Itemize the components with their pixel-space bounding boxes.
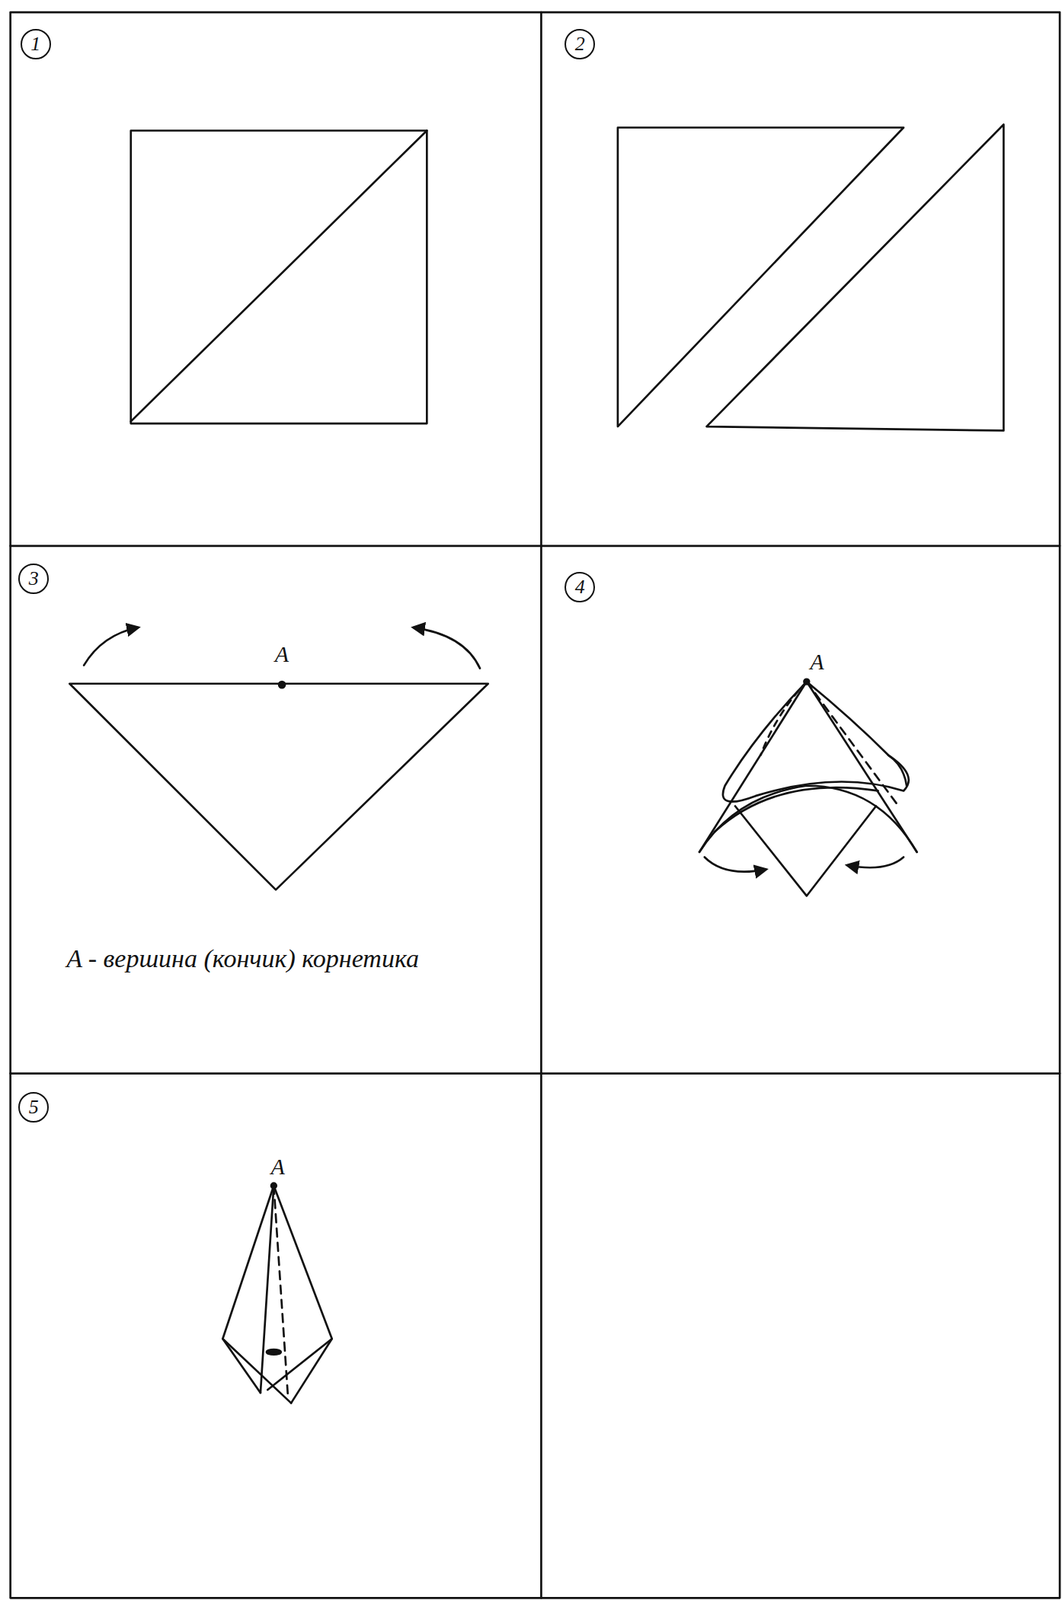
point-label: A bbox=[270, 1154, 285, 1181]
point-label: A bbox=[275, 641, 289, 668]
paper-triangle bbox=[69, 684, 488, 891]
grid-line bbox=[10, 545, 1060, 548]
grid-frame bbox=[10, 12, 1060, 1599]
fold-arrow bbox=[704, 857, 766, 873]
paper-triangle bbox=[617, 127, 904, 427]
point-label: A bbox=[809, 649, 824, 675]
step-number: 4 bbox=[564, 572, 595, 603]
paper-triangle bbox=[706, 124, 1004, 431]
grid-line bbox=[10, 1072, 1060, 1075]
fold-arrow bbox=[847, 857, 904, 869]
finished-cornet bbox=[222, 1183, 332, 1405]
apex-dot bbox=[278, 681, 285, 688]
grid-line bbox=[540, 12, 543, 1599]
fold-arrow bbox=[413, 627, 480, 669]
step-number: 3 bbox=[18, 563, 49, 595]
step-number: 5 bbox=[18, 1092, 49, 1123]
fold-arrow bbox=[83, 627, 138, 666]
cone-folding bbox=[699, 679, 917, 897]
step-number: 1 bbox=[20, 28, 52, 60]
note-text: A - вершина (кончик) корнетика bbox=[66, 944, 420, 974]
fold-diagonal bbox=[131, 131, 428, 423]
step-number: 2 bbox=[564, 28, 595, 60]
paper-square bbox=[131, 131, 428, 425]
